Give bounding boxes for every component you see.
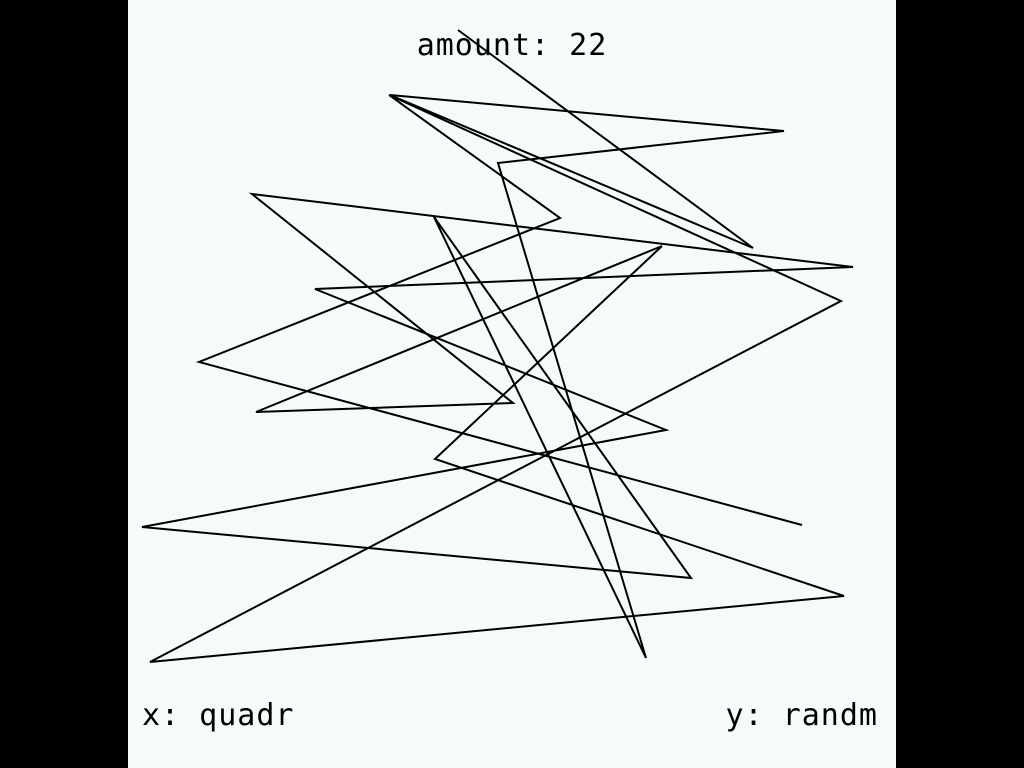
line-drawing [141, 29, 854, 663]
x-mode-label: x: quadr [142, 698, 295, 733]
zigzag-polyline [141, 29, 854, 663]
amount-counter: amount: 22 [416, 28, 608, 63]
canvas-screen: amount: 22 x: quadr y: randm [128, 0, 896, 768]
y-mode-label: y: randm [725, 698, 878, 733]
